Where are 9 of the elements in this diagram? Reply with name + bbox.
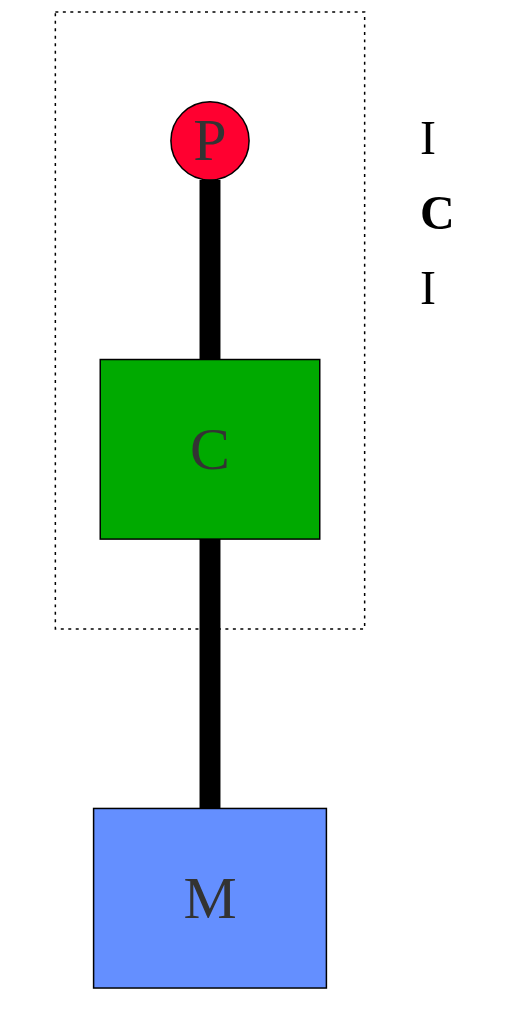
node-box: M [92, 807, 328, 989]
connector [199, 179, 221, 360]
label-text: I [420, 260, 437, 315]
label-text: I [420, 110, 437, 165]
connector [199, 539, 221, 809]
label-text: C [420, 185, 455, 240]
node-circle: P [170, 101, 250, 181]
node-box: C [99, 358, 321, 540]
cluster [54, 11, 366, 630]
